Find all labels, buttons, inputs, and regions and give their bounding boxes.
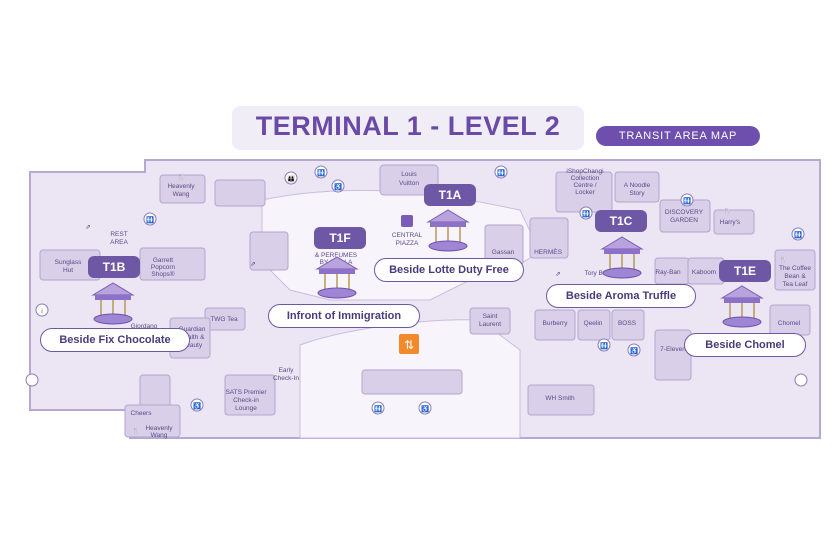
svg-text:🍴: 🍴 xyxy=(177,173,185,181)
wheelchair-icon: ♿ xyxy=(418,401,432,415)
svg-text:♿: ♿ xyxy=(630,347,638,355)
page-title: TERMINAL 1 - LEVEL 2 xyxy=(255,111,561,141)
svg-text:🚻: 🚻 xyxy=(374,405,382,413)
tag-t1f: T1F xyxy=(314,227,366,249)
family-icon: 👪 xyxy=(284,171,298,185)
location-t1a-label[interactable]: Beside Lotte Duty Free xyxy=(374,258,524,282)
dining-icon: 🍴 xyxy=(132,427,140,435)
tag-t1a: T1A xyxy=(424,184,476,206)
carousel-t1f-icon xyxy=(316,256,358,299)
label-tory-burch: Tory Burch xyxy=(584,270,615,277)
dining-icon: 🍴 xyxy=(723,207,731,215)
dining-icon: 🍴 xyxy=(779,256,787,264)
svg-text:🚻: 🚻 xyxy=(317,169,325,177)
svg-text:🍴: 🍴 xyxy=(132,427,140,435)
svg-text:🚻: 🚻 xyxy=(600,342,608,350)
label-chomel: Chomel xyxy=(778,320,801,327)
carousel-t1a-icon xyxy=(427,209,469,252)
shopping-bag-icon xyxy=(401,215,413,227)
escalator-icon: ⇗ xyxy=(85,224,90,231)
wheelchair-icon: ♿ xyxy=(627,343,641,357)
svg-text:🚻: 🚻 xyxy=(683,197,691,205)
facility-icons: 🚻 ♿ 👪 🚻 🚻 🚻 🚻 🚻 🚻 ♿ 🚻 ♿ ♿ i ⇗ ⇗ ⇗ 🍴 🍴 🍴 … xyxy=(25,165,808,435)
toilet-icon: 🚻 xyxy=(494,165,508,179)
tag-t1b: T1B xyxy=(88,256,140,278)
label-giordano: Giordano xyxy=(131,323,158,330)
baggage-icon xyxy=(25,373,39,387)
store-blocks xyxy=(39,164,816,438)
svg-text:⇗: ⇗ xyxy=(555,271,560,278)
svg-text:⇅: ⇅ xyxy=(404,338,414,352)
toilet-icon: ♿ xyxy=(190,398,204,412)
label-burberry: Burberry xyxy=(543,320,569,327)
tag-t1c: T1C xyxy=(595,210,647,232)
title-banner: TERMINAL 1 - LEVEL 2 xyxy=(232,106,584,150)
toilet-icon: 🚻 xyxy=(579,206,593,220)
baggage-icon xyxy=(794,373,808,387)
toilet-icon: 🚻 xyxy=(371,401,385,415)
location-t1e-label[interactable]: Beside Chomel xyxy=(684,333,806,357)
carousel-t1b-icon xyxy=(92,282,134,325)
svg-text:⇗: ⇗ xyxy=(250,261,255,268)
carousel-t1e-icon xyxy=(721,285,763,328)
label-gassan: Gassan xyxy=(492,249,515,256)
toilet-icon: 🚻 xyxy=(143,212,157,226)
svg-text:⇗: ⇗ xyxy=(85,224,90,231)
label-hermes: HERMÈS xyxy=(534,247,562,256)
label-harrys: Harry's xyxy=(720,219,741,226)
label-boss: BOSS xyxy=(618,320,637,327)
svg-text:🍴: 🍴 xyxy=(779,256,787,264)
transfer-icon: ⇅ xyxy=(399,334,419,354)
svg-text:👪: 👪 xyxy=(287,175,295,183)
location-t1c-label[interactable]: Beside Aroma Truffle xyxy=(546,284,696,308)
svg-text:🚻: 🚻 xyxy=(794,231,802,239)
info-icon: i xyxy=(35,303,49,317)
escalator-icon: ⇗ xyxy=(555,271,560,278)
label-kaboom: Kaboom xyxy=(692,269,716,276)
svg-text:🍴: 🍴 xyxy=(723,207,731,215)
carousel-t1c-icon xyxy=(601,236,643,279)
escalator-icon: ⇗ xyxy=(250,261,255,268)
label-wh-smith: WH Smith xyxy=(545,395,575,402)
label-seven-eleven: 7-Eleven xyxy=(660,346,686,353)
label-twg-tea: TWG Tea xyxy=(210,316,238,323)
map-subtitle: TRANSIT AREA MAP xyxy=(596,126,760,146)
svg-text:🚻: 🚻 xyxy=(146,216,154,224)
svg-text:i: i xyxy=(41,308,42,315)
location-t1f-label[interactable]: Infront of Immigration xyxy=(268,304,420,328)
wheelchair-icon: ♿ xyxy=(331,179,345,193)
svg-text:🚻: 🚻 xyxy=(497,169,505,177)
label-ray-ban: Ray-Ban xyxy=(655,269,681,276)
svg-text:♿: ♿ xyxy=(193,402,201,410)
svg-text:♿: ♿ xyxy=(421,405,429,413)
dining-icon: 🍴 xyxy=(177,173,185,181)
toilet-icon: 🚻 xyxy=(791,227,805,241)
tag-t1e: T1E xyxy=(719,260,771,282)
toilet-icon: 🚻 xyxy=(597,338,611,352)
svg-text:🚻: 🚻 xyxy=(582,210,590,218)
toilet-icon: 🚻 xyxy=(680,193,694,207)
label-cheers: Cheers xyxy=(131,410,153,417)
toilet-icon: 🚻 xyxy=(314,165,328,179)
svg-text:♿: ♿ xyxy=(334,183,342,191)
location-t1b-label[interactable]: Beside Fix Chocolate xyxy=(40,328,190,352)
label-qeelin: Qeelin xyxy=(584,320,603,327)
